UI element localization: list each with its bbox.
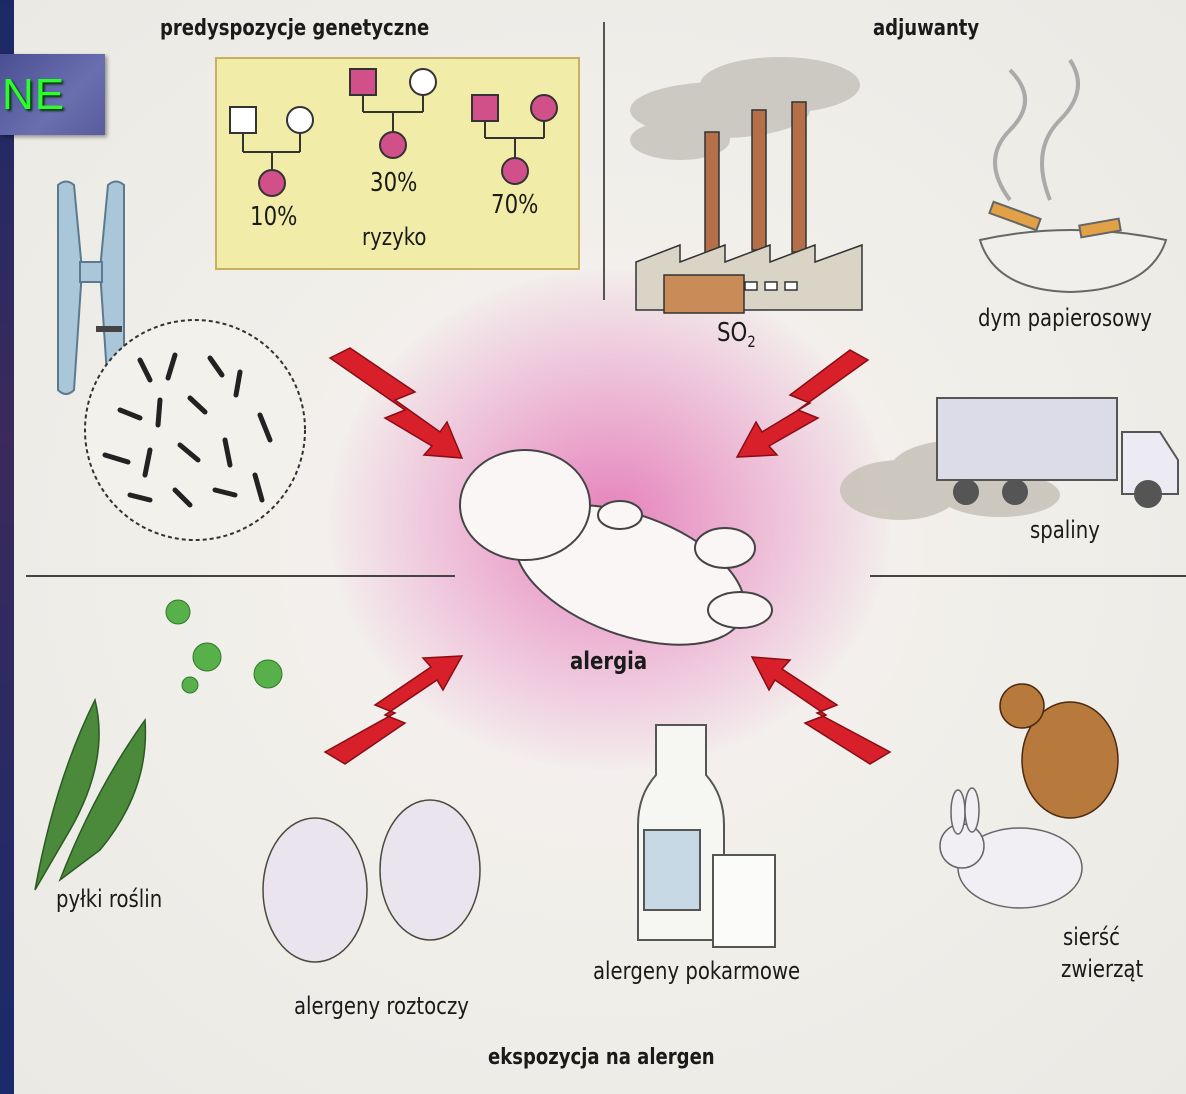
so2-label: SO2 (717, 318, 756, 351)
slide-title-badge: NE (0, 54, 105, 135)
fur-label-line2: zwierząt (1061, 955, 1143, 983)
exhaust-label: spaliny (1030, 516, 1100, 544)
section-adjuvants-header: adjuwanty (873, 16, 979, 41)
fur-label-line1: sierść (1063, 923, 1120, 951)
risk-30-label: 30% (370, 168, 417, 198)
arrow-bottom-left (325, 656, 462, 764)
food-label: alergeny pokarmowe (593, 957, 800, 985)
arrow-top-right (737, 350, 868, 457)
section-genetic-header: predyspozycje genetyczne (160, 16, 429, 41)
arrow-top-left (330, 348, 462, 458)
mites-label: alergeny roztoczy (294, 992, 469, 1020)
risk-caption: ryzyko (362, 223, 426, 251)
risk-10-label: 10% (250, 202, 297, 232)
center-allergy-label: alergia (570, 647, 647, 675)
pollen-label: pyłki roślin (56, 885, 162, 913)
slide-title-text: NE (2, 70, 65, 120)
arrow-bottom-right (752, 657, 890, 764)
smoke-label: dym papierosowy (978, 304, 1152, 332)
section-exposure-header: ekspozycja na alergen (488, 1045, 715, 1070)
risk-70-label: 70% (491, 190, 538, 220)
